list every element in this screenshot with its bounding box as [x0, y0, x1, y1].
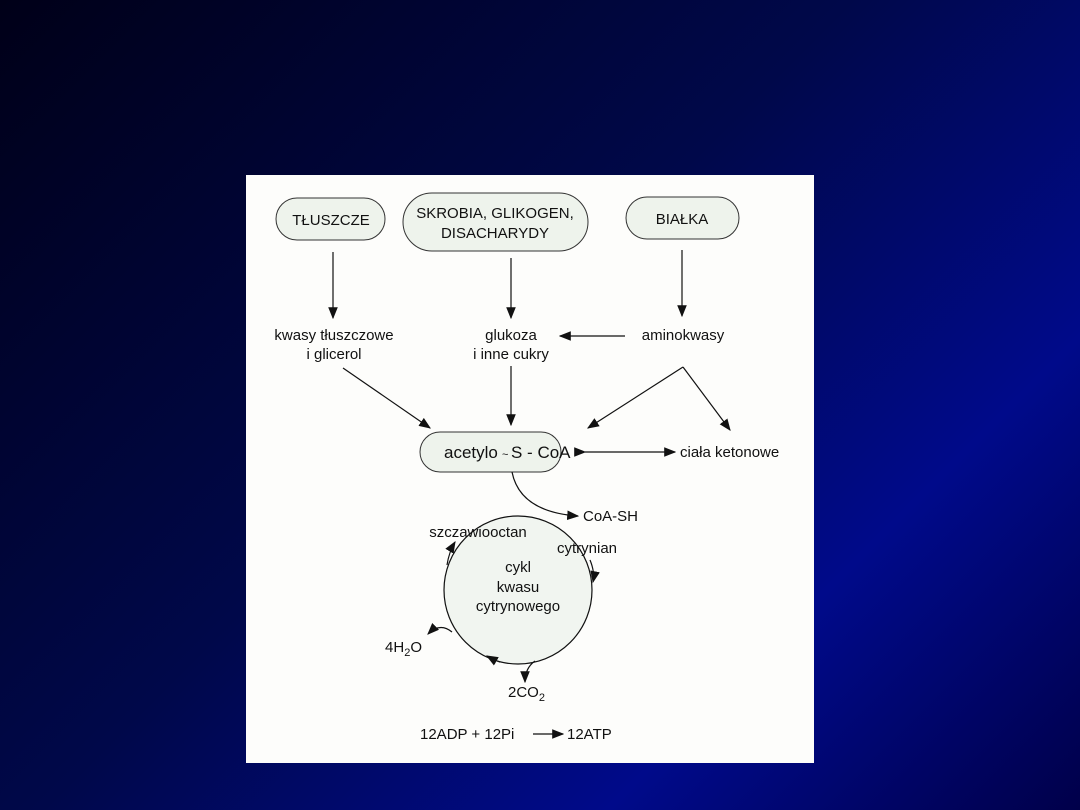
cycle-name-2: kwasu [497, 579, 540, 596]
cycle-name-1: cykl [505, 559, 531, 576]
amino-acids: aminokwasy [642, 327, 725, 344]
fats-label: TŁUSZCZE [292, 212, 370, 229]
citrate: cytrynian [557, 540, 617, 557]
equation-left: 12ADP + 12Pi [420, 726, 514, 743]
water: 4H2O [385, 639, 422, 659]
oxaloacetate: szczawiooctan [429, 524, 527, 541]
ketone-bodies: ciała ketonowe [680, 444, 779, 461]
arrows [328, 250, 731, 457]
fatty-acids-1: kwasy tłuszczowe [274, 327, 393, 344]
carbs-node [402, 192, 589, 252]
glucose-2: i inne cukry [473, 346, 549, 363]
acetyl-label: acetylo [444, 443, 498, 462]
proteins-node [625, 196, 740, 240]
fatty-acids-2: i glicerol [306, 346, 361, 363]
co2: 2CO2 [508, 684, 545, 704]
acetyl-rest: S - CoA [511, 443, 571, 462]
equation-right: 12ATP [567, 726, 612, 743]
fats-node [275, 197, 386, 241]
acetyl-coa-node [419, 431, 562, 473]
carbs-label-2: DISACHARYDY [441, 225, 549, 242]
glucose-1: glukoza [485, 327, 537, 344]
coa-sh: CoA-SH [583, 508, 638, 525]
citric-acid-cycle-circle [443, 515, 593, 665]
cycle-name-3: cytrynowego [476, 598, 560, 615]
proteins-label: BIAŁKA [656, 211, 709, 228]
acetyl-tilde: ~ [502, 449, 508, 461]
carbs-label-1: SKROBIA, GLIKOGEN, [416, 205, 574, 222]
